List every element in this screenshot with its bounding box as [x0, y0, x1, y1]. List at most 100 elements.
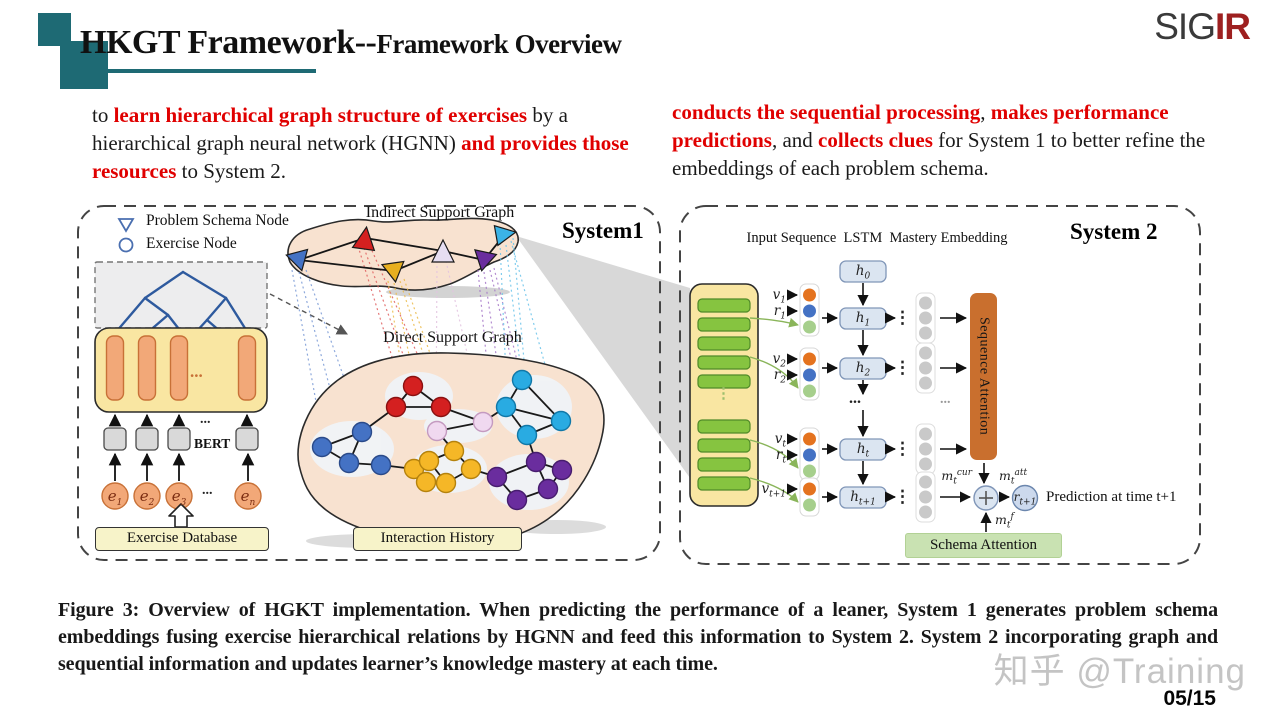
h-column-ellipsis: ...	[849, 390, 861, 407]
exercise-graph-nodes	[311, 369, 573, 511]
exercise-graph-edges	[321, 379, 563, 501]
vdots-4: ⋮	[894, 487, 911, 506]
dashed-pointer-arrow	[269, 293, 348, 335]
hgnn-tree	[114, 270, 250, 335]
label-ht: ht	[856, 441, 870, 460]
exercise-row-ellipsis: ...	[202, 483, 213, 498]
system2-title: System 2	[1070, 219, 1158, 244]
page-title-sub: Framework Overview	[376, 29, 622, 59]
intro-right-text-1: ,	[980, 100, 991, 124]
schema-node-blue	[285, 248, 309, 272]
schema-node-lavender	[431, 238, 455, 263]
indirect-graph-title: Indirect Support Graph	[365, 204, 515, 221]
deco-square-small	[38, 13, 71, 46]
schema-node-purple	[474, 249, 498, 272]
label-ht1: ht+1	[850, 489, 876, 508]
bert-squares	[103, 427, 259, 451]
page-number: 05/15	[1163, 687, 1216, 710]
sigir-logo-sig: SIG	[1154, 6, 1216, 47]
input-box-ellipsis: ⋮	[716, 386, 731, 402]
label-e3: e3	[171, 487, 187, 508]
schema-node-red	[351, 225, 376, 252]
schema-triangles	[285, 224, 518, 284]
intro-left-text: to	[92, 103, 114, 127]
sigir-logo: SIGIR	[1154, 6, 1251, 48]
label-e1: e1	[107, 487, 123, 508]
label-vt: vt	[774, 431, 786, 450]
hollow-arrows	[168, 502, 445, 528]
legend-exercise-label: Exercise Node	[146, 235, 237, 252]
system2-header: Input Sequence LSTM Mastery Embedding	[746, 230, 1008, 246]
label-h1: h1	[855, 310, 871, 329]
stack-column-ellipsis: ...	[940, 392, 951, 407]
sequence-attention-bar: Sequence Attention	[970, 293, 997, 460]
label-m-att: mtatt	[999, 468, 1028, 487]
prediction-label: Prediction at time t+1	[1046, 489, 1177, 505]
intro-left-text-3: to System 2.	[176, 159, 287, 183]
intro-right-highlight-3: collects clues	[818, 128, 933, 152]
arrow-row-ellipsis: ...	[200, 412, 211, 427]
label-r1: r1	[773, 303, 786, 322]
intro-right-highlight-1: conducts the sequential processing	[672, 100, 981, 124]
intro-right-highlight-2: makes performance predictions	[672, 100, 1169, 152]
intro-left-highlight-2: and provides those resources	[92, 131, 629, 183]
embedding-bars	[105, 335, 257, 401]
bert-label: BERT	[194, 436, 231, 451]
direct-support-graph	[297, 352, 605, 547]
embedding-ellipsis: ...	[190, 362, 203, 381]
label-r2: r2	[773, 367, 786, 386]
label-en: en	[240, 487, 256, 508]
intro-left-highlight-1: learn hierarchical graph structure of ex…	[113, 103, 528, 127]
page-title: HKGT Framework--Framework Overview	[80, 24, 622, 62]
label-v1: v1	[772, 287, 786, 306]
label-h0: h0	[855, 263, 871, 282]
cluster-halos	[310, 372, 572, 510]
label-rt: rt	[775, 447, 786, 466]
mastery-dot-stacks	[915, 292, 936, 523]
direct-graph-title: Direct Support Graph	[383, 329, 522, 346]
intro-right: conducts the sequential processing, make…	[672, 98, 1250, 182]
intro-right-text-3: for System 1 to better refine the embedd…	[672, 128, 1206, 180]
vdots-1: ⋮	[894, 308, 911, 327]
legend-icons	[117, 218, 135, 253]
sum-node	[973, 485, 999, 511]
deco-square-large	[60, 41, 108, 89]
circle-icon	[118, 237, 134, 253]
label-h2: h2	[855, 360, 871, 379]
lstm-h-boxes	[839, 260, 887, 509]
triangle-icon	[117, 218, 135, 233]
intro-right-text-2: , and	[771, 128, 819, 152]
schema-exercise-links	[291, 237, 559, 493]
embedding-box	[94, 327, 268, 413]
label-e2: e2	[139, 487, 155, 508]
label-r-t1: rt+1	[1013, 490, 1037, 508]
projection-beam	[516, 236, 690, 478]
exercise-database-box: Exercise Database	[95, 527, 269, 551]
sequence-attention-label: Sequence Attention	[976, 317, 992, 436]
input-dot-stacks	[799, 283, 820, 517]
title-underline	[78, 69, 316, 73]
schema-node-cyan	[493, 224, 518, 247]
sigir-logo-ir: IR	[1215, 6, 1251, 47]
label-m-cur: mtcur	[941, 468, 972, 487]
schema-node-gold	[380, 260, 405, 284]
page-title-main: HKGT Framework--	[80, 24, 377, 61]
label-m-f: mtf	[995, 512, 1014, 531]
system1-title: System1	[562, 218, 644, 243]
figure-caption: Figure 3: Overview of HGKT implementatio…	[58, 599, 1218, 675]
legend-schema-label: Problem Schema Node	[146, 212, 289, 229]
label-vt1: vt+1	[761, 481, 786, 500]
schema-attention-box: Schema Attention	[905, 533, 1062, 558]
intro-left: to learn hierarchical graph structure of…	[92, 101, 648, 185]
watermark: 知乎 @Training	[993, 652, 1246, 691]
green-curve-arrows	[749, 317, 799, 503]
hgnn-tree-box	[94, 261, 268, 335]
indirect-support-graph	[287, 217, 519, 291]
vdots-2: ⋮	[894, 358, 911, 377]
vdots-3: ⋮	[894, 439, 911, 458]
label-v2: v2	[772, 351, 786, 370]
intro-left-text-2: by a hierarchical graph neural network (…	[92, 103, 568, 155]
schema-triangle-edges	[298, 233, 506, 272]
interaction-history-box: Interaction History	[353, 527, 522, 551]
